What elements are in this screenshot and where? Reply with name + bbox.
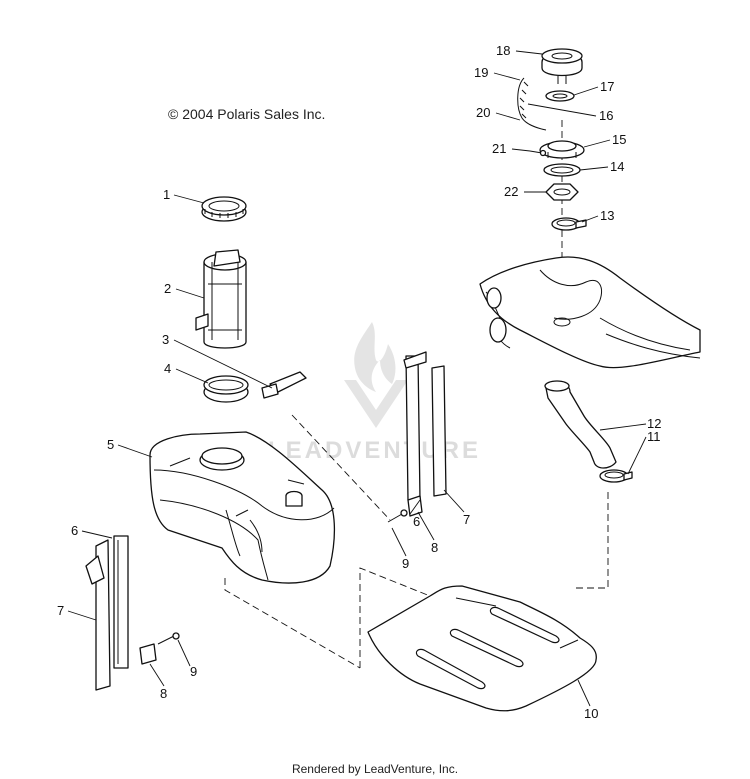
callout-6-center: 6 <box>413 514 420 529</box>
callout-21: 21 <box>492 141 506 156</box>
callout-18: 18 <box>496 43 510 58</box>
part-left-straps <box>85 535 129 691</box>
part-clamp-ring <box>203 375 249 403</box>
callout-8-left: 8 <box>160 686 167 701</box>
copyright-notice: © 2004 Polaris Sales Inc. <box>168 106 326 122</box>
part-fuel-cap <box>541 48 583 84</box>
part-center-fasteners <box>387 495 423 523</box>
callout-1: 1 <box>163 187 170 202</box>
part-filler-neck <box>539 140 585 159</box>
callout-15: 15 <box>612 132 626 147</box>
part-bracket <box>261 371 307 399</box>
part-washer <box>545 90 575 102</box>
leadventure-watermark: LEADVENTURE <box>268 322 481 464</box>
part-nut <box>545 183 579 201</box>
callout-4: 4 <box>164 361 171 376</box>
callout-5: 5 <box>107 437 114 452</box>
callout-11: 11 <box>647 429 661 444</box>
part-fuel-pump <box>195 249 247 349</box>
callout-labels: 1 2 3 4 5 6 7 8 9 6 8 7 9 10 11 12 13 14… <box>57 43 661 721</box>
callout-22: 22 <box>504 184 518 199</box>
part-fuel-tank <box>149 431 336 584</box>
part-center-straps <box>403 351 447 501</box>
callout-9-center: 9 <box>402 556 409 571</box>
callout-leaders <box>67 50 647 707</box>
callout-9-left: 9 <box>190 664 197 679</box>
part-hose-clamp-upper <box>551 217 587 231</box>
callout-13: 13 <box>600 208 614 223</box>
part-filler-hose <box>544 380 617 469</box>
part-tether <box>517 77 547 131</box>
callout-8-center: 8 <box>431 540 438 555</box>
part-left-fasteners <box>139 632 180 665</box>
callout-19: 19 <box>474 65 488 80</box>
callout-17: 17 <box>600 79 614 94</box>
part-retaining-ring <box>201 196 247 222</box>
callout-3: 3 <box>162 332 169 347</box>
callout-20: 20 <box>476 105 490 120</box>
part-gasket <box>543 163 581 177</box>
callout-10: 10 <box>584 706 598 721</box>
callout-7-center: 7 <box>463 512 470 527</box>
callout-12: 12 <box>647 416 661 431</box>
watermark-text: LEADVENTURE <box>268 437 481 464</box>
callout-2: 2 <box>164 281 171 296</box>
part-skid-plate <box>367 585 597 712</box>
callout-7-left: 7 <box>57 603 64 618</box>
part-vehicle-body <box>479 256 701 369</box>
callout-14: 14 <box>610 159 624 174</box>
part-screw <box>529 149 547 157</box>
rendered-by-footer: Rendered by LeadVenture, Inc. <box>291 762 459 776</box>
callout-16: 16 <box>599 108 613 123</box>
part-hose-clamp-lower <box>599 469 633 483</box>
callout-6-left: 6 <box>71 523 78 538</box>
